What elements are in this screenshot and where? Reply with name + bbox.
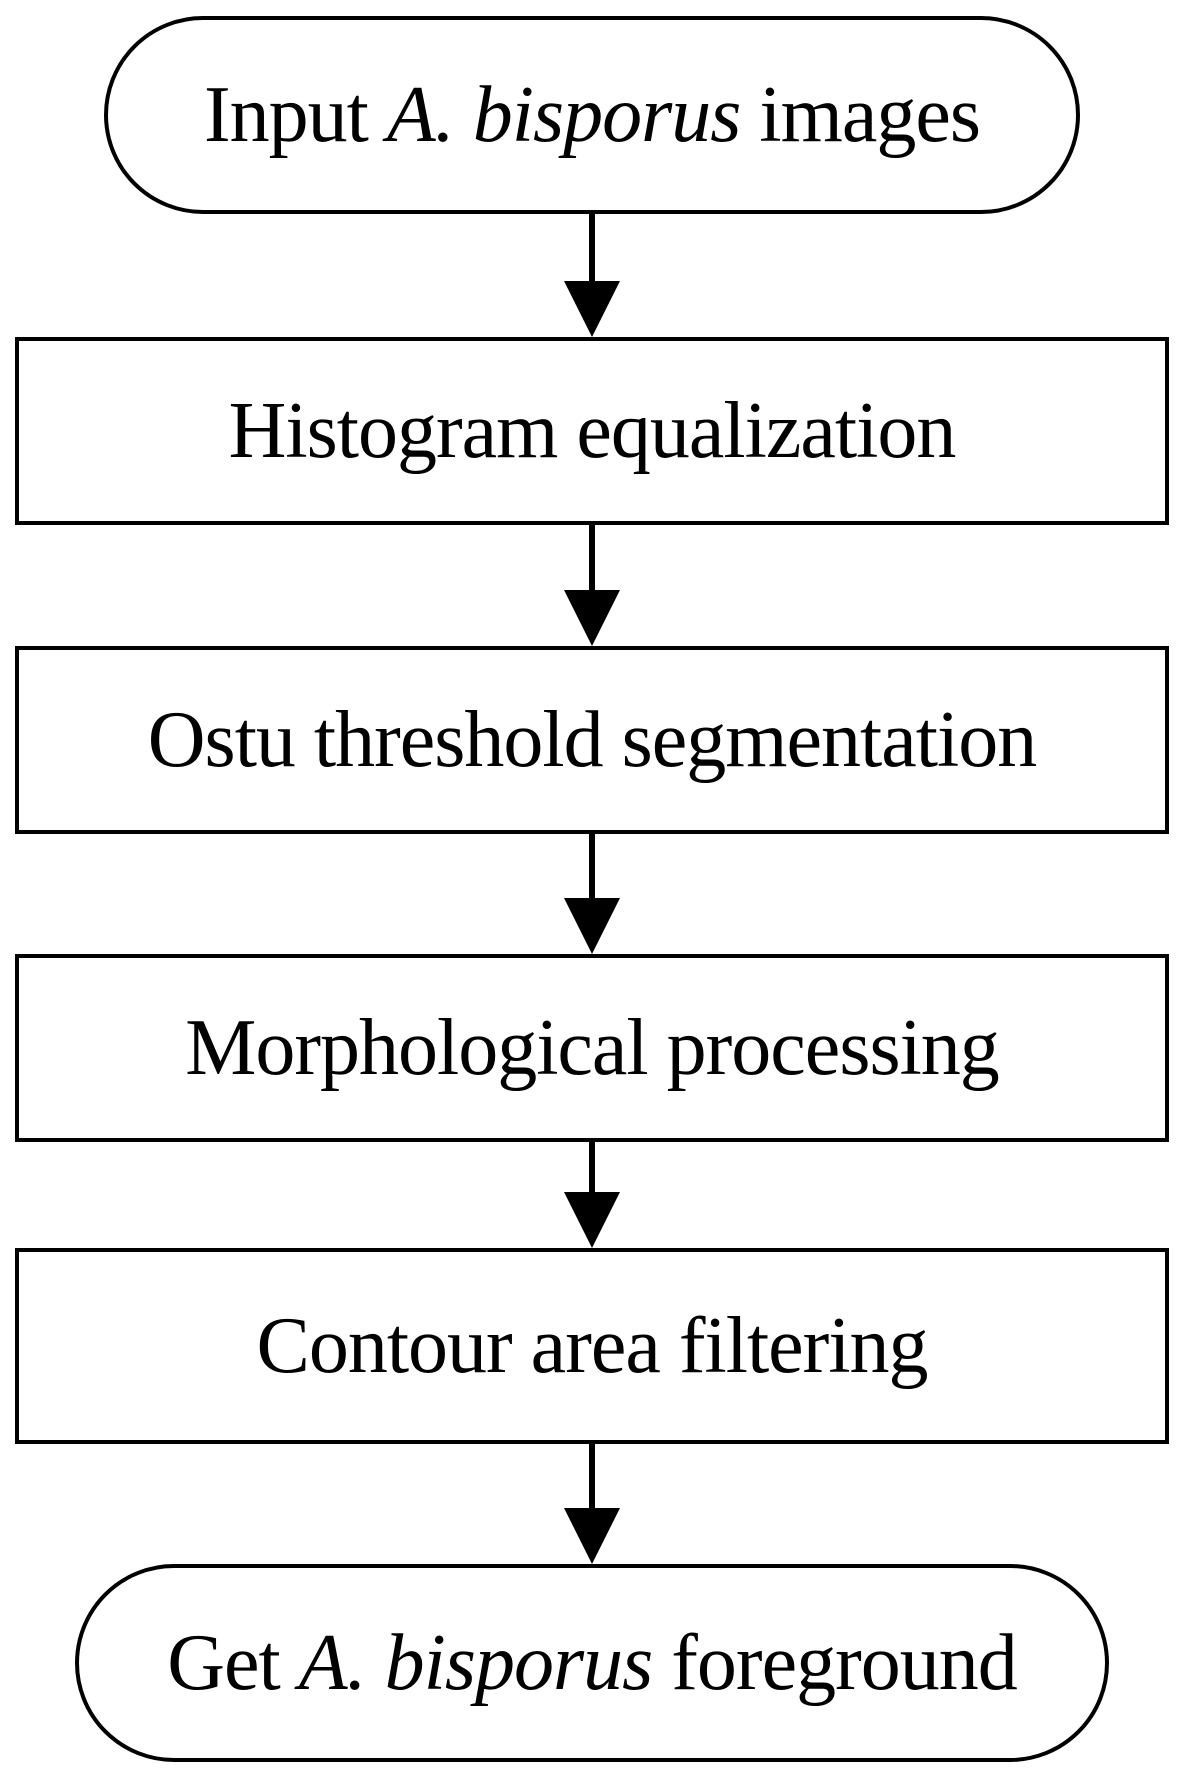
arrow-head-down-icon [564,1508,620,1564]
label-text: Morphological processing [185,1004,1000,1092]
node-input-images: Input A. bisporus images [104,16,1080,214]
down-arrow-connector-2 [562,525,622,646]
down-arrow-connector-3 [562,834,622,954]
node-morphological-processing: Morphological processing [15,954,1169,1142]
node-contour-area-filtering-label: Contour area filtering [256,1306,928,1386]
arrow-head-down-icon [564,898,620,954]
arrow-head-down-icon [564,590,620,646]
label-italic-species: A. bisporus [298,1619,653,1707]
node-input-images-label: Input A. bisporus images [204,75,981,155]
arrow-stem [589,834,595,898]
label-text: foreground [652,1619,1017,1707]
node-get-foreground: Get A. bisporus foreground [75,1564,1109,1762]
label-text: Contour area filtering [256,1302,928,1390]
label-text: Ostu threshold segmentation [147,696,1037,784]
node-histogram-equalization: Histogram equalization [15,337,1169,525]
label-text: Get [167,1619,299,1707]
down-arrow-connector-4 [562,1142,622,1248]
arrow-stem [589,1444,595,1508]
node-ostu-threshold-segmentation-label: Ostu threshold segmentation [148,700,1037,780]
down-arrow-connector-5 [562,1444,622,1564]
down-arrow-connector-1 [562,214,622,337]
label-text: Input [204,71,387,159]
arrow-stem [589,214,595,281]
node-histogram-equalization-label: Histogram equalization [229,391,957,471]
label-italic-species: A. bisporus [386,71,741,159]
label-text: Histogram equalization [228,387,957,475]
arrow-head-down-icon [564,1192,620,1248]
arrow-stem [589,525,595,590]
arrow-head-down-icon [564,281,620,337]
node-morphological-processing-label: Morphological processing [185,1008,1000,1088]
arrow-stem [589,1142,595,1192]
node-contour-area-filtering: Contour area filtering [15,1248,1169,1444]
node-get-foreground-label: Get A. bisporus foreground [167,1623,1017,1703]
label-text: images [740,71,981,159]
node-ostu-threshold-segmentation: Ostu threshold segmentation [15,646,1169,834]
